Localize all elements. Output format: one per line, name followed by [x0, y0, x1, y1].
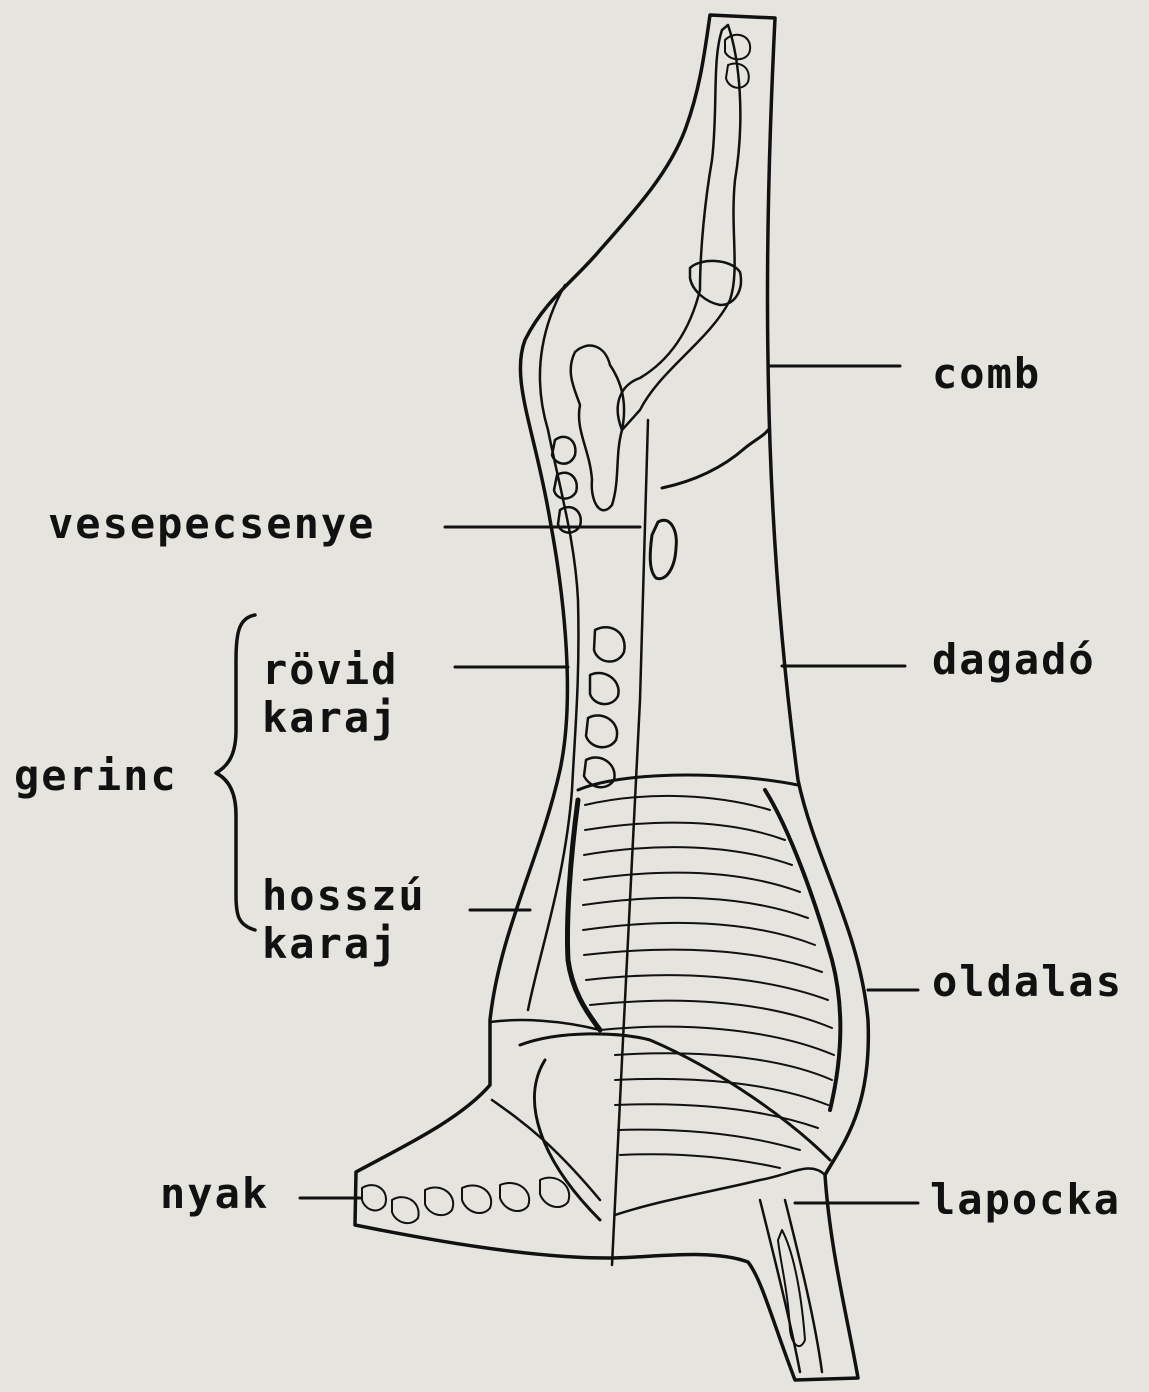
thoracic-vertebrae — [567, 800, 600, 1030]
shoulder-blade-outline — [520, 1034, 830, 1160]
label-oldalas: oldalas — [932, 958, 1123, 1006]
kidney — [650, 520, 676, 578]
pelvis-bone — [571, 346, 624, 511]
neck-boundary — [492, 1100, 600, 1200]
label-hosszu-karaj-line1: hosszú — [262, 872, 426, 920]
shoulder-boundary — [490, 1020, 600, 1030]
back-inner-line — [528, 285, 578, 1010]
label-comb: comb — [932, 350, 1041, 398]
label-rovid-karaj: rövid karaj — [262, 646, 398, 742]
label-nyak: nyak — [160, 1170, 269, 1218]
midline — [612, 420, 648, 1265]
gerinc-brace — [216, 615, 255, 930]
label-hosszu-karaj-line2: karaj — [262, 920, 426, 968]
label-rovid-karaj-line2: karaj — [262, 694, 398, 742]
neck-vertebrae — [362, 1178, 569, 1223]
label-dagado: dagadó — [932, 636, 1096, 684]
flank-fold — [662, 430, 768, 488]
label-vesepecsenye: vesepecsenye — [48, 500, 375, 548]
femur-bone — [618, 25, 741, 430]
carcass-outline — [355, 15, 868, 1380]
label-rovid-karaj-line1: rövid — [262, 646, 398, 694]
label-hosszu-karaj: hosszú karaj — [262, 872, 426, 968]
label-lapocka: lapocka — [930, 1176, 1121, 1224]
label-gerinc: gerinc — [14, 752, 178, 800]
